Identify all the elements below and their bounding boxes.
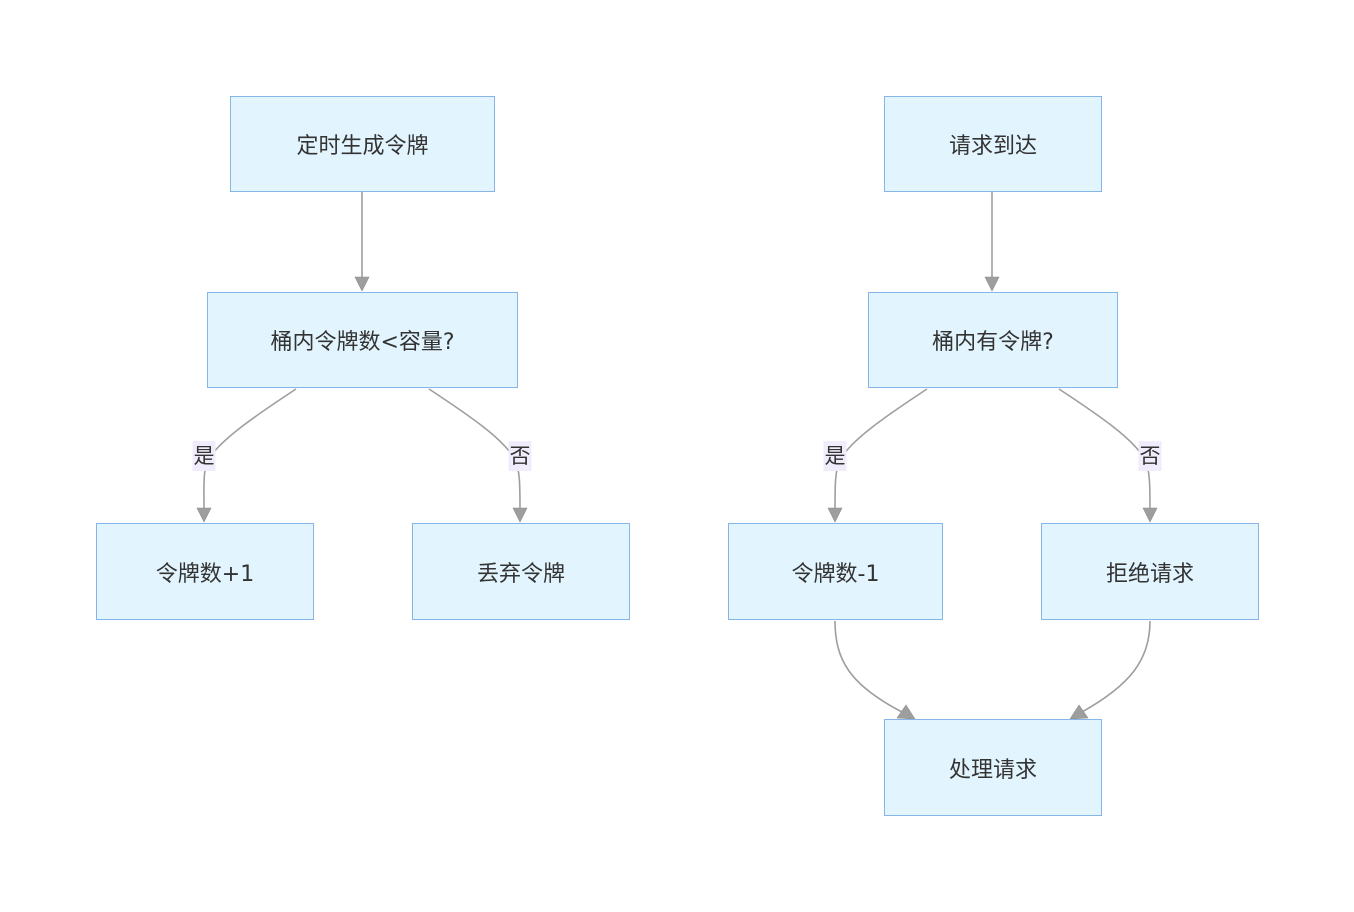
- arrowhead-generate-to-check: [354, 276, 370, 292]
- arrowhead-check-to-decrement: [827, 507, 843, 523]
- edge-decrement-to-process: [834, 620, 903, 713]
- arrowhead-check-to-increment: [196, 507, 212, 523]
- node-process-request: 处理请求: [884, 719, 1102, 816]
- node-process-request-label: 处理请求: [948, 757, 1037, 783]
- arrowhead-decrement-to-process: [896, 704, 916, 720]
- node-decrement-token-label: 令牌数-1: [791, 561, 880, 587]
- arrowhead-arrive-to-check: [984, 276, 1000, 292]
- node-request-arrive: 请求到达: [884, 96, 1102, 192]
- node-request-arrive-label: 请求到达: [948, 134, 1037, 159]
- node-decrement-token: 令牌数-1: [728, 523, 943, 620]
- node-reject-request: 拒绝请求: [1041, 523, 1259, 620]
- node-increment-token: 令牌数+1: [96, 523, 314, 620]
- edge-check-to-reject: [1058, 388, 1151, 511]
- edge-label-generator-yes: 是: [192, 441, 216, 471]
- node-discard-token-label: 丢弃令牌: [476, 561, 565, 587]
- node-reject-request-label: 拒绝请求: [1105, 561, 1194, 587]
- edge-check-to-increment: [203, 388, 297, 511]
- edge-check-to-decrement: [834, 388, 928, 511]
- edge-reject-to-process: [1081, 620, 1151, 713]
- arrowhead-reject-to-process: [1069, 704, 1089, 720]
- node-increment-token-label: 令牌数+1: [155, 561, 255, 587]
- node-capacity-check: 桶内令牌数<容量?: [207, 292, 518, 388]
- arrowhead-check-to-discard: [512, 507, 528, 523]
- node-capacity-check-label: 桶内令牌数<容量?: [270, 330, 455, 355]
- edge-label-generator-no: 否: [508, 441, 532, 471]
- edge-label-consumer-no: 否: [1138, 441, 1162, 471]
- node-has-token-check: 桶内有令牌?: [868, 292, 1118, 388]
- node-discard-token: 丢弃令牌: [412, 523, 630, 620]
- edge-check-to-discard: [428, 388, 521, 511]
- node-has-token-check-label: 桶内有令牌?: [932, 330, 1054, 355]
- arrowhead-check-to-reject: [1142, 507, 1158, 523]
- edge-label-consumer-yes: 是: [823, 441, 847, 471]
- node-generate-token-label: 定时生成令牌: [296, 134, 429, 159]
- node-generate-token: 定时生成令牌: [230, 96, 495, 192]
